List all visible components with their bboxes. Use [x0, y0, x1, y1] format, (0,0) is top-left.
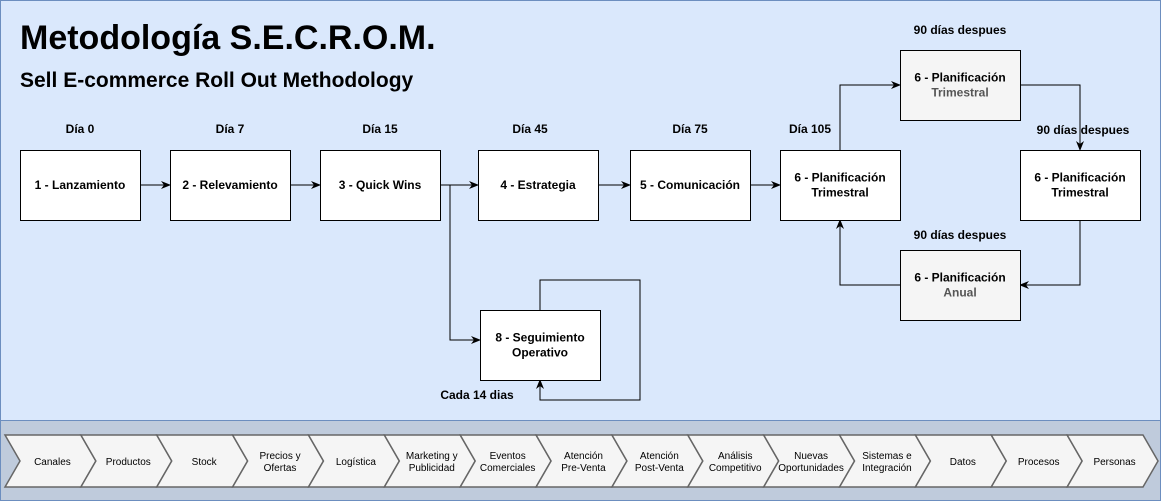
- chevron-label: Canales: [34, 457, 71, 468]
- pillar-chevron[interactable]: Personas: [1065, 434, 1159, 488]
- step-box-5[interactable]: 5 - Comunicación: [630, 150, 751, 221]
- arrow-8-loop: [536, 279, 641, 401]
- step-box-6-label: Trimestral: [811, 186, 868, 200]
- chevron-label: Sistemas e: [862, 451, 912, 462]
- chevron-label: Nuevas: [794, 451, 828, 462]
- step-box-2-shape: [170, 150, 291, 221]
- step-box-1-shape: [20, 150, 141, 221]
- day-label: Día 15: [362, 122, 398, 136]
- page-subtitle: Sell E-commerce Roll Out Methodology: [20, 69, 414, 92]
- step-box-4-shape: [478, 150, 599, 221]
- cycle-right-label: 90 días despues: [1037, 123, 1130, 137]
- chevron-label: Logística: [336, 457, 376, 468]
- chevron-label: Competitivo: [709, 463, 762, 474]
- cycle-top-box-shape: [900, 50, 1021, 121]
- step-box-3-shape: [320, 150, 441, 221]
- chevron-label: Personas: [1093, 457, 1135, 468]
- chevron-label: Datos: [950, 457, 976, 468]
- step-box-3[interactable]: 3 - Quick Wins: [320, 150, 441, 221]
- followup-box-label: 8 - Seguimiento: [495, 331, 584, 345]
- chevron-label: Oportunidades: [778, 463, 844, 474]
- chevron-label: Ofertas: [264, 463, 297, 474]
- step-box-6-label: 6 - Planificación: [794, 171, 885, 185]
- arrow-right-bottom: [1019, 220, 1081, 289]
- arrow-3-8: [449, 185, 481, 344]
- cycle-bottom-box-shape: [900, 250, 1021, 321]
- chevron-label: Procesos: [1018, 457, 1060, 468]
- chevron-label: Atención: [640, 451, 679, 462]
- arrow-top-right: [1020, 84, 1084, 151]
- day-label: Día 105: [789, 122, 831, 136]
- followup-box-shape: [480, 310, 601, 381]
- cycle-top-label: 90 días despues: [914, 23, 1007, 37]
- chevron-label: Pre-Venta: [561, 463, 606, 474]
- chevron-label: Comerciales: [480, 463, 536, 474]
- chevron-label: Análisis: [718, 451, 752, 462]
- cycle-top-box-label: Trimestral: [931, 86, 988, 100]
- step-box-4-label: 4 - Estrategia: [500, 178, 576, 192]
- cycle-right-box-label: 6 - Planificación: [1034, 171, 1125, 185]
- chevron-label: Precios y: [259, 451, 300, 462]
- step-box-3-label: 3 - Quick Wins: [339, 178, 422, 192]
- chevron-label: Integración: [862, 463, 911, 474]
- page-title: Metodología S.E.C.R.O.M.: [20, 19, 436, 57]
- chevron-shape: [1065, 434, 1159, 488]
- step-box-2-label: 2 - Relevamiento: [182, 178, 277, 192]
- chevron-label: Post-Venta: [635, 463, 684, 474]
- cycle-right-box-label: Trimestral: [1051, 186, 1108, 200]
- step-box-1-label: 1 - Lanzamiento: [35, 178, 126, 192]
- cycle-bottom-box-label: Anual: [943, 286, 976, 300]
- chevron-label: Productos: [106, 457, 151, 468]
- day-label: Día 0: [66, 122, 95, 136]
- step-box-2[interactable]: 2 - Relevamiento: [170, 150, 291, 221]
- step-box-5-shape: [630, 150, 751, 221]
- arrow-bottom-6: [836, 219, 900, 286]
- cycle-bottom-label: 90 días despues: [914, 228, 1007, 242]
- step-box-1[interactable]: 1 - Lanzamiento: [20, 150, 141, 221]
- chevron-label: Publicidad: [409, 463, 455, 474]
- cycle-bottom-box-label: 6 - Planificación: [914, 271, 1005, 285]
- chevron-label: Atención: [564, 451, 603, 462]
- followup-label: Cada 14 dias: [440, 388, 514, 402]
- chevron-label: Eventos: [490, 451, 526, 462]
- day-label: Día 7: [216, 122, 245, 136]
- chevron-label: Stock: [192, 457, 218, 468]
- day-label: Día 75: [672, 122, 708, 136]
- step-box-4[interactable]: 4 - Estrategia: [478, 150, 599, 221]
- step-box-5-label: 5 - Comunicación: [640, 178, 740, 192]
- arrow-6-top: [839, 81, 901, 150]
- cycle-right-box-shape: [1020, 150, 1141, 221]
- day-label: Día 45: [512, 122, 548, 136]
- followup-box-label: Operativo: [512, 346, 568, 360]
- chevron-label: Marketing y: [406, 451, 458, 462]
- connectors: [140, 81, 1084, 401]
- cycle-top-box-label: 6 - Planificación: [914, 71, 1005, 85]
- step-box-6-shape: [780, 150, 901, 221]
